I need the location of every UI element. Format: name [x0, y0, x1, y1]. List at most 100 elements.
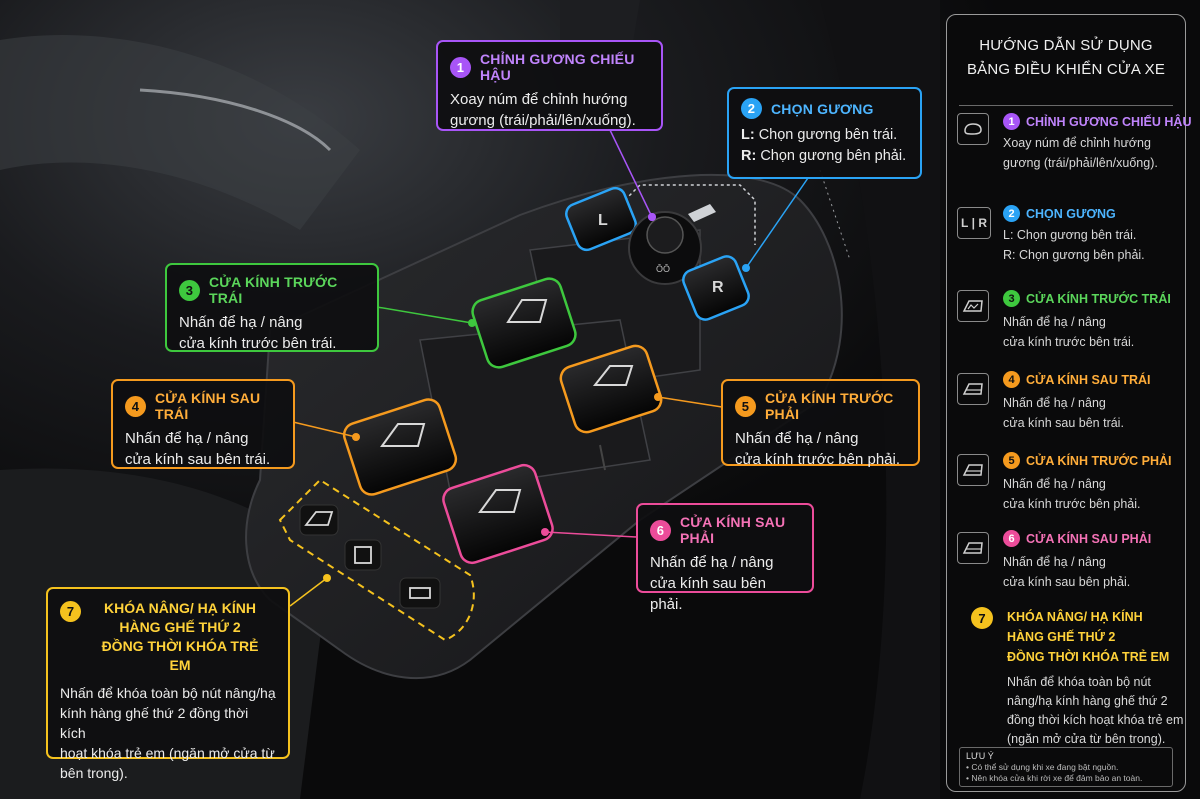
- guide-line: nâng/hạ kính hàng ghế thứ 2: [1007, 694, 1168, 708]
- guide-line: Nhấn để hạ / nâng: [1003, 555, 1106, 569]
- knob-label: ŌŌ: [656, 264, 670, 274]
- guide-line: cửa kính trước bên trái.: [1003, 335, 1135, 349]
- mirror-adjust-knob[interactable]: ŌŌ: [628, 211, 702, 285]
- guide-line: Nhấn để hạ / nâng: [1003, 396, 1106, 410]
- switch-rear-left[interactable]: [341, 396, 459, 497]
- window-rear-right-icon: [957, 532, 989, 564]
- callout-title: CỬA KÍNH SAU TRÁI: [155, 390, 261, 422]
- callout-title: CHỈNH GƯƠNG CHIẾU HẬU: [480, 51, 635, 83]
- switch-rear-right[interactable]: [440, 462, 555, 566]
- window-front-right-icon: [957, 454, 989, 486]
- switch-front-left[interactable]: [469, 275, 578, 370]
- guide-line: cửa kính sau bên trái.: [1003, 416, 1124, 430]
- callout-line: Xoay núm để chỉnh hướng: [450, 91, 628, 108]
- callout-line: cửa kính sau bên trái.: [125, 451, 271, 468]
- mirror-car-icon: [688, 204, 716, 222]
- guide-line: đồng thời kích hoạt khóa trẻ em: [1007, 713, 1184, 727]
- mirror-knob-icon: [957, 113, 989, 145]
- guide-line: Nhấn để hạ / nâng: [1003, 477, 1106, 491]
- mirror-right-key-label: R: [712, 279, 724, 296]
- callout-key-r: R:: [741, 148, 757, 164]
- note-line: • Nên khóa cửa khi rời xe để đảm bảo an …: [966, 773, 1143, 783]
- guide-item-title: CỬA KÍNH SAU TRÁI: [1026, 372, 1151, 387]
- guide-item-rear-left: 4 CỬA KÍNH SAU TRÁI Nhấn để hạ / nâng cửa…: [957, 371, 1179, 431]
- switch-front-right[interactable]: [558, 343, 665, 435]
- callout-key-l: L:: [741, 127, 755, 143]
- icon-r: R: [978, 216, 988, 230]
- callout-line: cửa kính sau bên phải.: [650, 575, 766, 613]
- window-rear-right-icon: [478, 489, 522, 513]
- guide-item-title: CỬA KÍNH TRƯỚC TRÁI: [1026, 291, 1171, 306]
- guide-title: HƯỚNG DẪN SỬ DỤNG BẢNG ĐIỀU KHIỂN CỬA XE: [947, 34, 1185, 82]
- guide-item-title: CHỈNH GƯƠNG CHIẾU HẬU: [1026, 114, 1192, 129]
- lock-extra-button[interactable]: [399, 577, 441, 609]
- window-rear-left-icon: [380, 423, 426, 447]
- callout-rear-left-window: 4 CỬA KÍNH SAU TRÁI Nhấn để hạ / nâng cửa…: [111, 379, 295, 469]
- callout-title: CỬA KÍNH TRƯỚC PHẢI: [765, 390, 894, 422]
- note-title: LƯU Ý: [966, 751, 994, 761]
- lock-group-outline: [278, 478, 475, 642]
- guide-number: 6: [1003, 530, 1020, 547]
- lock-child-button[interactable]: [344, 539, 382, 571]
- callout-title-line: KHÓA NÂNG/ HẠ KÍNH: [104, 600, 256, 616]
- callout-title: CỬA KÍNH TRƯỚC TRÁI: [209, 274, 338, 306]
- callout-front-right-window: 5 CỬA KÍNH TRƯỚC PHẢI Nhấn để hạ / nâng c…: [721, 379, 920, 468]
- guide-line: R: Chọn gương bên phải.: [1003, 248, 1145, 262]
- guide-panel: HƯỚNG DẪN SỬ DỤNG BẢNG ĐIỀU KHIỂN CỬA XE…: [946, 14, 1191, 792]
- guide-line: Nhấn để khóa toàn bộ nút: [1007, 675, 1151, 689]
- mirror-left-key[interactable]: L: [563, 185, 638, 253]
- callout-mirror-adjust: 1 CHỈNH GƯƠNG CHIẾU HẬU Xoay núm để chỉnh…: [436, 40, 663, 131]
- guide-title-line: KHÓA NÂNG/ HẠ KÍNH: [1007, 610, 1143, 624]
- mirror-left-key-label: L: [598, 212, 608, 229]
- callout-number: 1: [450, 56, 471, 78]
- callout-line: Nhấn để hạ / nâng: [650, 554, 774, 571]
- guide-line: gương (trái/phải/lên/xuống).: [1003, 156, 1158, 170]
- callout-title-line: HÀNG GHẾ THỨ 2: [119, 619, 241, 635]
- callout-line: hoạt khóa trẻ em (ngăn mở cửa từ: [60, 745, 275, 761]
- callout-line: Nhấn để hạ / nâng: [735, 430, 859, 447]
- callout-line: gương (trái/phải/lên/xuống).: [450, 112, 636, 129]
- callout-number: 2: [741, 98, 762, 119]
- callout-line: bên trong).: [60, 765, 128, 781]
- window-front-left-icon: [506, 299, 548, 323]
- window-front-right-icon: [592, 365, 634, 386]
- lock-rear-windows-button[interactable]: [299, 504, 339, 536]
- callout-line: kính hàng ghế thứ 2 đồng thời kích: [60, 705, 249, 741]
- mirror-bracket: [624, 184, 756, 245]
- note-box: LƯU Ý • Có thể sử dụng khi xe đang bật n…: [959, 747, 1173, 787]
- guide-line: Nhấn để hạ / nâng: [1003, 315, 1106, 329]
- callout-line: Nhấn để khóa toàn bộ nút nâng/hạ: [60, 685, 276, 701]
- divider: [959, 105, 1173, 106]
- guide-line: cửa kính sau bên phải.: [1003, 575, 1131, 589]
- guide-title-line: BẢNG ĐIỀU KHIỂN CỬA XE: [966, 61, 1166, 78]
- lr-select-icon: L | R: [957, 207, 991, 239]
- guide-number: 5: [1003, 452, 1020, 469]
- mirror-right-key[interactable]: R: [680, 253, 751, 322]
- guide-title-line: HƯỚNG DẪN SỬ DỤNG: [979, 37, 1153, 54]
- guide-number: 4: [1003, 371, 1020, 388]
- guide-line: cửa kính trước bên phải.: [1003, 497, 1141, 511]
- callout-line: cửa kính trước bên trái.: [179, 335, 337, 352]
- callout-number: 4: [125, 395, 146, 417]
- callout-number: 7: [60, 601, 81, 622]
- callout-title-line: ĐỒNG THỜI KHÓA TRẺ EM: [101, 638, 259, 673]
- callout-line: Chọn gương bên phải.: [760, 148, 907, 164]
- callout-window-child-lock: 7 KHÓA NÂNG/ HẠ KÍNH HÀNG GHẾ THỨ 2 ĐỒNG…: [46, 587, 290, 781]
- icon-l: L: [960, 216, 969, 230]
- callout-line: Chọn gương bên trái.: [758, 127, 898, 143]
- callout-line: cửa kính trước bên phải.: [735, 451, 900, 468]
- callout-number: 3: [179, 279, 200, 301]
- callout-number: 5: [735, 395, 756, 417]
- guide-line: (ngăn mở cửa từ bên trong).: [1007, 732, 1166, 746]
- callout-line: Nhấn để hạ / nâng: [125, 430, 249, 447]
- guide-title-line: ĐỒNG THỜI KHÓA TRẺ EM: [1007, 650, 1170, 664]
- guide-number: 2: [1003, 205, 1020, 222]
